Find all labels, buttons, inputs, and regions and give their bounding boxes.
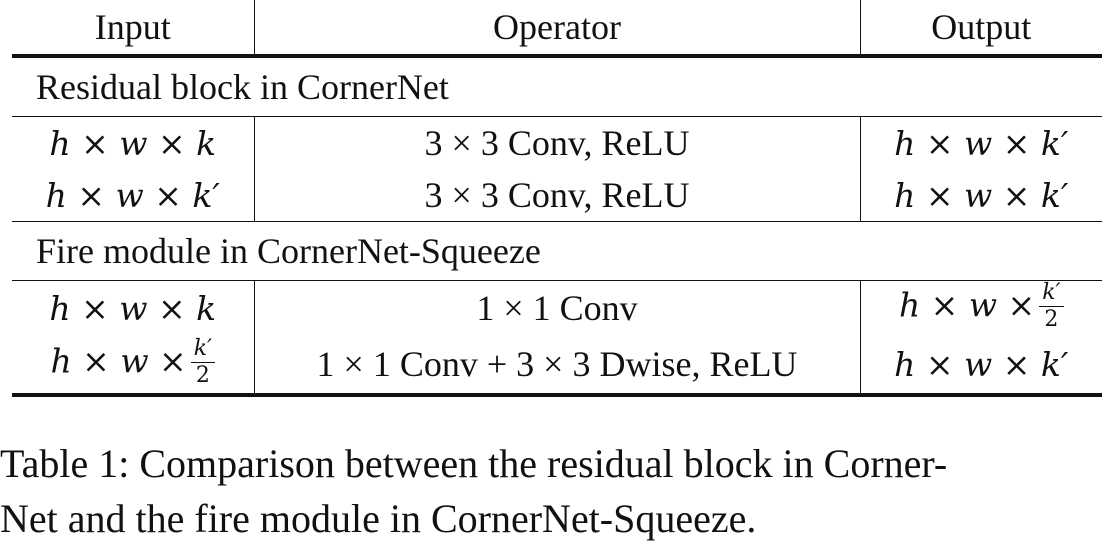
cell-input: h × w × k — [49, 288, 217, 328]
fraction-numerator: k′ — [1039, 281, 1064, 307]
cell-input: h × w × k′ — [12, 169, 254, 222]
fraction-denominator: 2 — [195, 362, 210, 388]
section-row: Fire module in CornerNet-Squeeze — [12, 221, 1102, 281]
cell-operator: 3 × 3 Conv, ReLU — [253, 169, 860, 222]
section-row: Residual block in CornerNet — [12, 56, 1102, 117]
cell-input: h × w ×k′2 — [12, 335, 254, 397]
table-row: h × w × k 1 × 1 Conv h × w ×k′2 — [12, 280, 1102, 335]
table-row: h × w ×k′2 1 × 1 Conv + 3 × 3 Dwise, ReL… — [12, 335, 1102, 397]
table-row: h × w × k 3 × 3 Conv, ReLU h × w × k′ — [12, 116, 1102, 169]
header-operator: Operator — [253, 0, 860, 58]
cell-operator: 1 × 1 Conv — [253, 280, 860, 335]
table-caption: Table 1: Comparison between the residual… — [0, 436, 1104, 546]
table-row: h × w × k′ 3 × 3 Conv, ReLU h × w × k′ — [12, 169, 1102, 222]
cell-output: h × w × k′ — [859, 169, 1102, 222]
cell-operator: 3 × 3 Conv, ReLU — [253, 116, 860, 169]
cell-output: h × w ×k′2 — [859, 280, 1102, 335]
fraction-denominator: 2 — [1044, 306, 1059, 332]
cell-output: h × w × k′ — [859, 116, 1102, 169]
header-input: Input — [12, 0, 254, 58]
cell-input: h × w × k — [49, 123, 217, 163]
output-prefix: h × w × — [898, 286, 1036, 325]
cell-operator: 1 × 1 Conv + 3 × 3 Dwise, ReLU — [253, 335, 860, 397]
fraction: k′2 — [1039, 281, 1064, 332]
table-header-row: Input Operator Output — [12, 0, 1102, 58]
cell-output: h × w × k′ — [859, 335, 1102, 397]
section-title: Fire module in CornerNet-Squeeze — [12, 221, 1102, 281]
caption-line-2: Net and the fire module in CornerNet-Squ… — [0, 496, 757, 541]
section-title: Residual block in CornerNet — [12, 56, 1102, 117]
fraction: k′2 — [190, 337, 216, 388]
fraction-numerator: k′ — [190, 337, 216, 363]
comparison-table: Input Operator Output Residual block in … — [12, 0, 1102, 397]
header-output: Output — [859, 0, 1102, 58]
input-prefix: h × w × — [50, 342, 187, 381]
caption-line-1: Table 1: Comparison between the residual… — [0, 441, 948, 486]
